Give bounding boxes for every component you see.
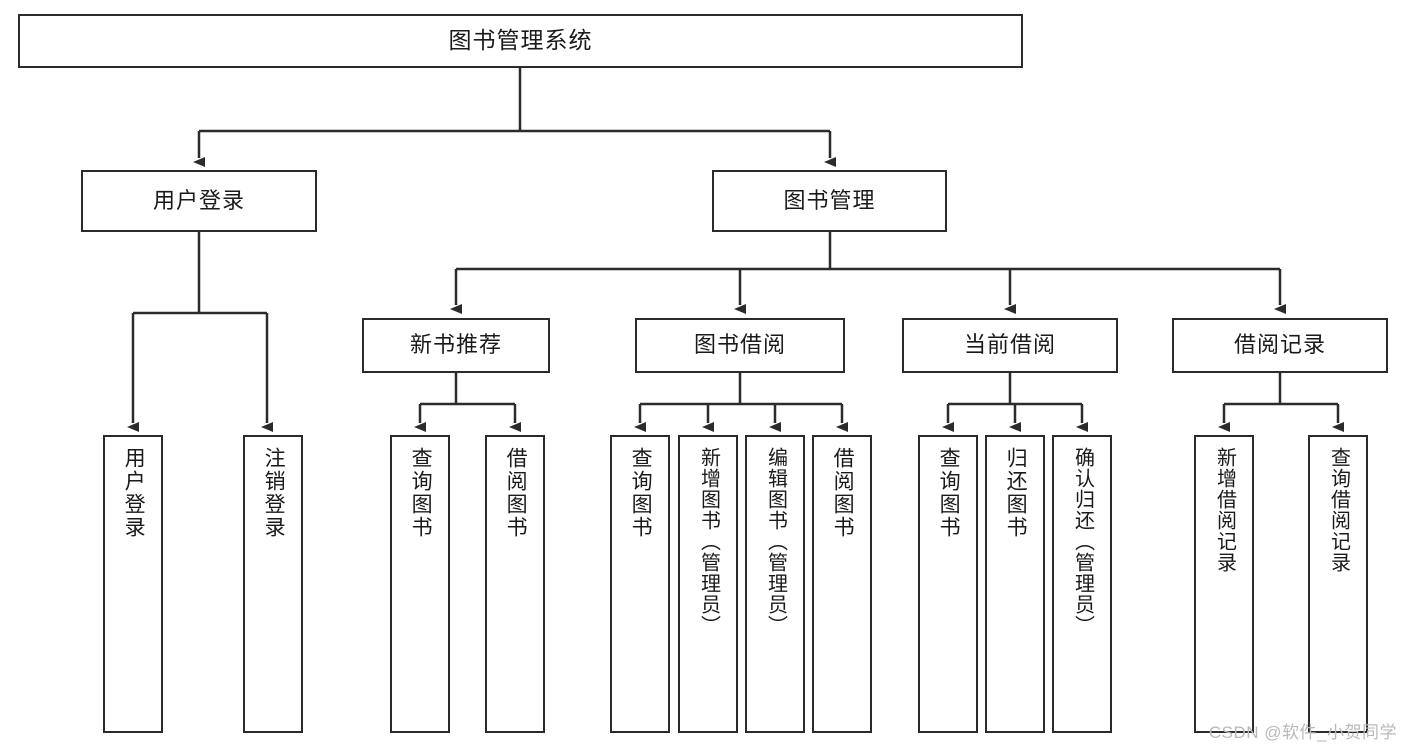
- node-label: 查询借阅记录: [1327, 447, 1350, 573]
- node-book-manage[interactable]: 图书管理: [712, 170, 947, 232]
- node-current-borrow[interactable]: 当前借阅: [902, 318, 1118, 373]
- node-label: 查询图书: [629, 447, 653, 539]
- node-leaf-logout-login[interactable]: 注销登录: [243, 435, 303, 733]
- node-label: 借阅记录: [1233, 332, 1326, 358]
- node-label: 用户登录: [122, 447, 146, 539]
- node-label: 归还图书: [1004, 447, 1028, 539]
- node-label: 确认归还（管理员）: [1071, 447, 1094, 636]
- node-new-book-recommend[interactable]: 新书推荐: [362, 318, 550, 373]
- node-leaf-query-borrow-record[interactable]: 查询借阅记录: [1308, 435, 1368, 733]
- node-book-borrow[interactable]: 图书借阅: [635, 318, 845, 373]
- node-leaf-query-book-2[interactable]: 查询图书: [610, 435, 670, 733]
- node-label: 查询图书: [409, 447, 433, 539]
- watermark-text: CSDN @软件_小贺同学: [1208, 723, 1397, 742]
- node-borrow-record[interactable]: 借阅记录: [1172, 318, 1388, 373]
- node-label: 图书管理: [783, 187, 876, 213]
- node-label: 新增借阅记录: [1213, 447, 1236, 573]
- node-label: 借阅图书: [831, 447, 855, 539]
- node-root-book-management-system[interactable]: 图书管理系统: [18, 14, 1023, 68]
- node-leaf-query-book-1[interactable]: 查询图书: [390, 435, 450, 733]
- node-label: 图书借阅: [693, 332, 786, 358]
- node-leaf-borrow-book-1[interactable]: 借阅图书: [485, 435, 545, 733]
- node-label: 图书管理系统: [448, 27, 593, 54]
- node-label: 新增图书（管理员）: [697, 447, 720, 636]
- node-user-login[interactable]: 用户登录: [81, 170, 317, 232]
- node-leaf-borrow-book-2[interactable]: 借阅图书: [812, 435, 872, 733]
- node-label: 查询图书: [937, 447, 961, 539]
- node-label: 新书推荐: [409, 332, 502, 358]
- node-leaf-query-book-3[interactable]: 查询图书: [918, 435, 978, 733]
- node-leaf-edit-book[interactable]: 编辑图书（管理员）: [745, 435, 805, 733]
- node-label: 当前借阅: [963, 332, 1056, 358]
- node-label: 注销登录: [262, 447, 286, 539]
- node-leaf-add-borrow-record[interactable]: 新增借阅记录: [1194, 435, 1254, 733]
- node-leaf-add-book[interactable]: 新增图书（管理员）: [678, 435, 738, 733]
- node-leaf-user-login[interactable]: 用户登录: [103, 435, 163, 733]
- node-leaf-return-book[interactable]: 归还图书: [985, 435, 1045, 733]
- node-label: 用户登录: [152, 187, 245, 213]
- node-label: 编辑图书（管理员）: [764, 447, 787, 636]
- node-label: 借阅图书: [504, 447, 528, 539]
- node-leaf-confirm-return[interactable]: 确认归还（管理员）: [1052, 435, 1112, 733]
